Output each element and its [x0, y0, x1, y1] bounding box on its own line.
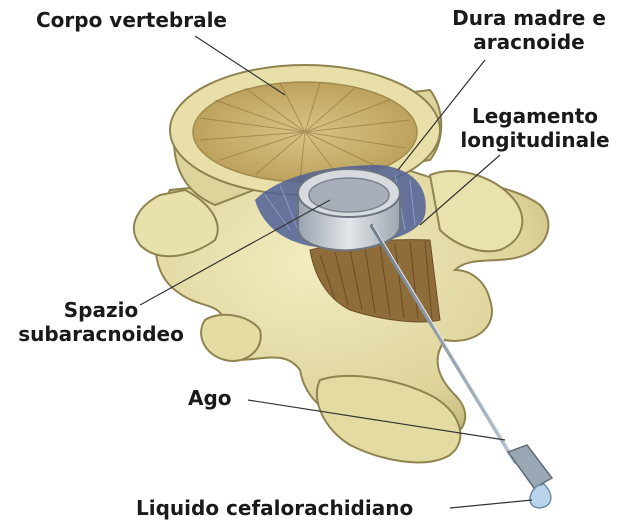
label-spazio-line1: Spazio [6, 298, 196, 322]
label-dura-madre-line1: Dura madre e [444, 6, 614, 30]
left-lower-process [201, 315, 261, 361]
label-corpo-vertebrale: Corpo vertebrale [36, 8, 227, 32]
label-ago: Ago [188, 386, 232, 410]
label-legamento-line1: Legamento [440, 104, 630, 128]
label-dura-madre-line2: aracnoide [444, 30, 614, 54]
label-legamento: Legamento longitudinale [440, 104, 630, 152]
label-dura-madre: Dura madre e aracnoide [444, 6, 614, 54]
label-spazio-line2: subaracnoideo [6, 322, 196, 346]
label-spazio-subaracnoideo: Spazio subaracnoideo [6, 298, 196, 346]
needle-hub [508, 445, 552, 488]
leader-liquido [450, 500, 532, 508]
subarachnoid-space [309, 178, 389, 212]
label-legamento-line2: longitudinale [440, 128, 630, 152]
label-liquido-cefalorachidiano: Liquido cefalorachidiano [136, 496, 413, 520]
